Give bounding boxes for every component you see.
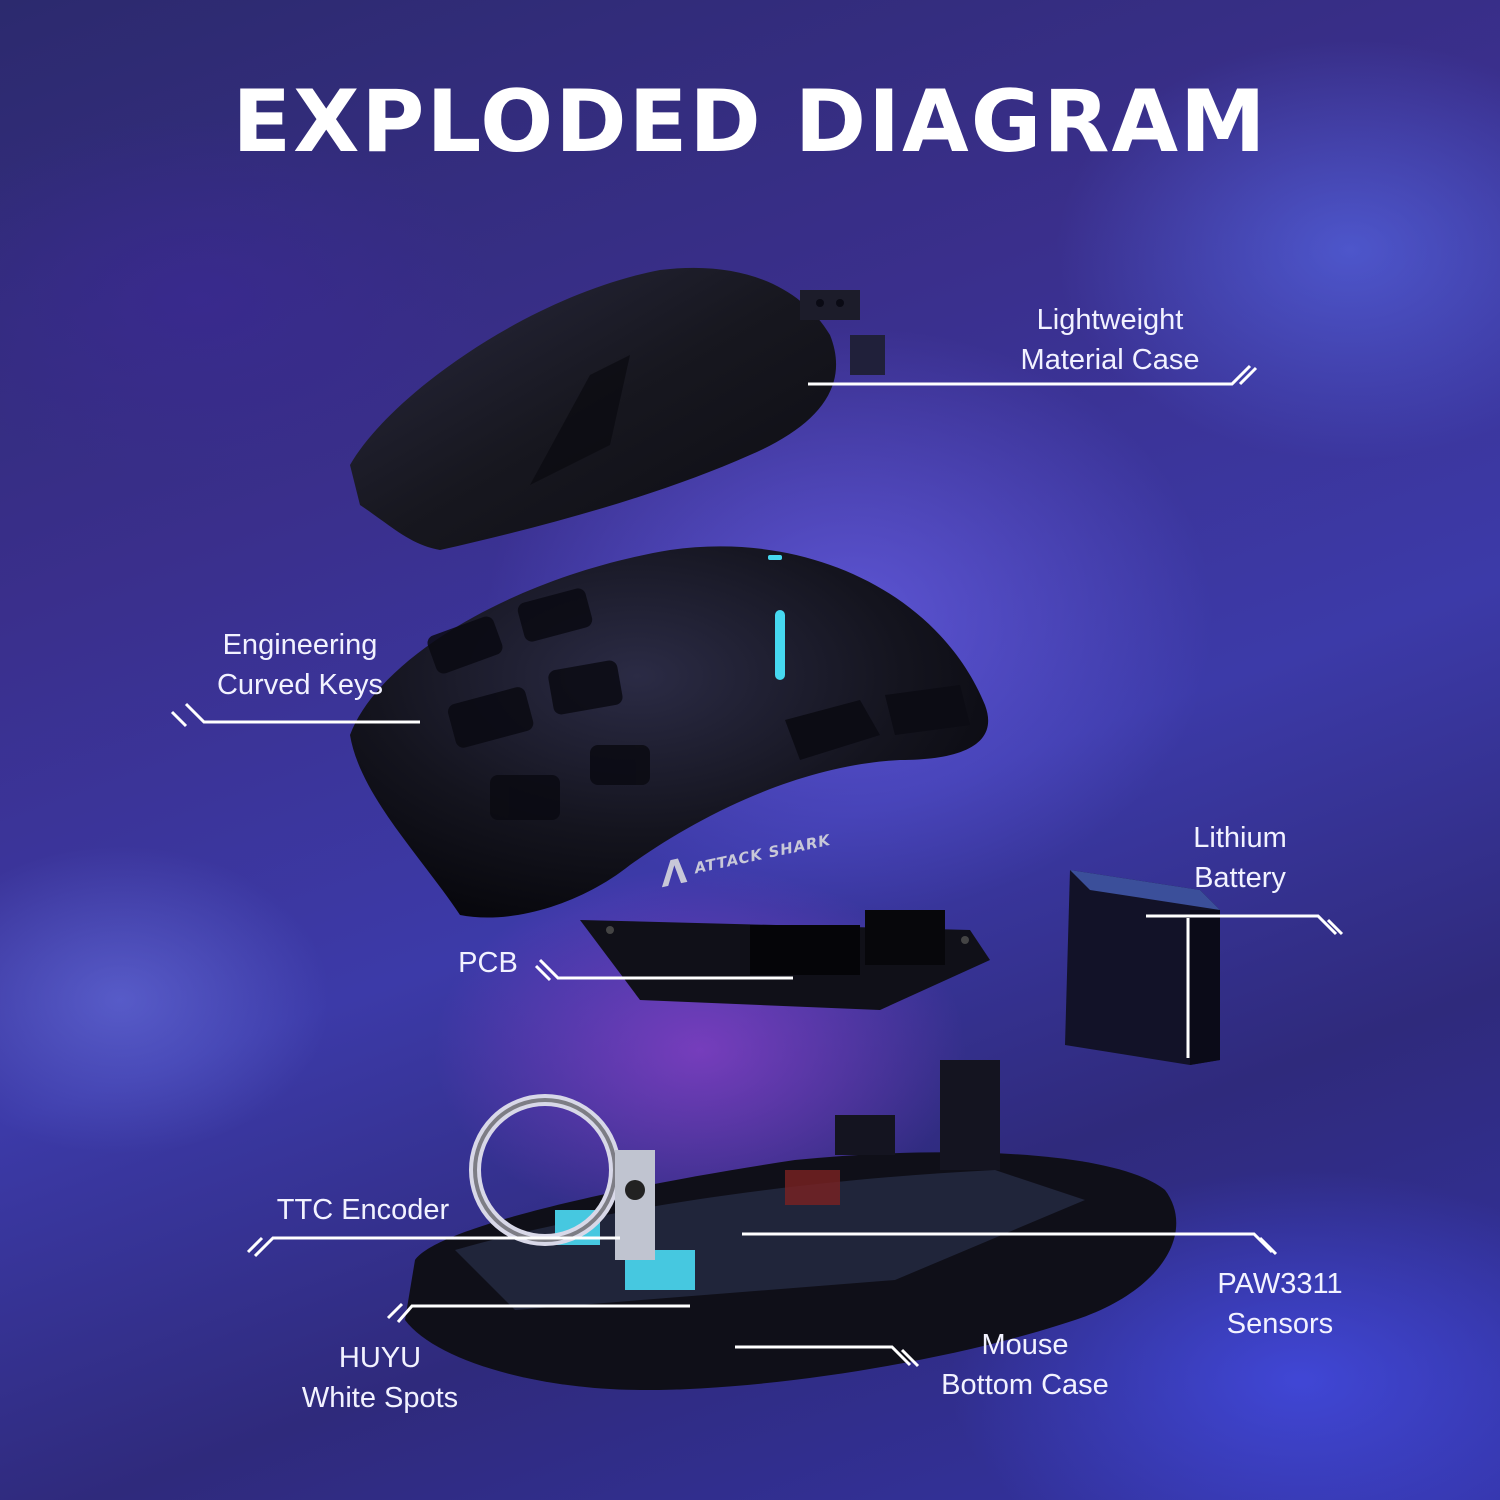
- top-shell-part: [350, 267, 885, 550]
- mouse-body-part: [350, 546, 989, 918]
- callout-paw3311-sensors: PAW3311 Sensors: [1217, 1268, 1343, 1340]
- callout-lithium-battery: Lithium Battery: [1193, 822, 1287, 894]
- rgb-strip: [775, 610, 785, 680]
- pcb-part: [580, 910, 990, 1010]
- callout-ttc-encoder: TTC Encoder: [276, 1194, 450, 1226]
- callout-pcb: PCB: [458, 947, 518, 979]
- battery-part: [1065, 870, 1220, 1065]
- bottom-case-part: [405, 1060, 1177, 1390]
- callout-mouse-bottom-case: Mouse Bottom Case: [941, 1329, 1109, 1401]
- callout-lightweight-material-case: Lightweight Material Case: [1020, 304, 1200, 376]
- page-title: EXPLODED DIAGRAM: [232, 72, 1268, 172]
- callout-engineering-curved-keys: Engineering Curved Keys: [216, 629, 383, 701]
- callout-huyu-white-spots: HUYU White Spots: [301, 1342, 459, 1414]
